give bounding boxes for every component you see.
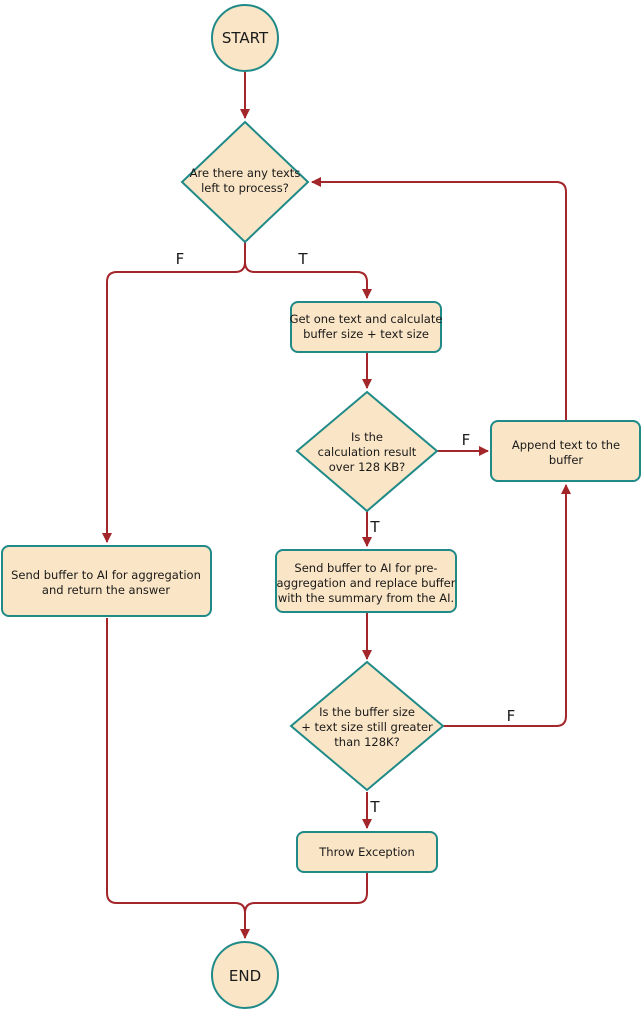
end-node: [211, 941, 279, 1009]
text-line: over 128 KB?: [329, 460, 405, 474]
text-line: Is the: [351, 430, 383, 444]
start-label: START: [222, 29, 269, 47]
text-line: Send buffer to AI for pre-: [294, 561, 437, 575]
end-label: END: [229, 967, 261, 985]
text-line: Throw Exception: [318, 845, 414, 859]
label-over-128kb-false: F: [462, 431, 471, 449]
process-get-text: [290, 301, 442, 353]
decision-texts-left: [180, 120, 310, 244]
decision-still-greater-text: Is the buffer size+ text size still grea…: [301, 705, 433, 749]
edge-append-loop-back: [311, 177, 567, 420]
process-append: [490, 420, 641, 482]
text-line: Is the buffer size: [319, 705, 415, 719]
text-line: Append text to the: [512, 438, 620, 452]
text-line: calculation result: [318, 445, 417, 459]
label-still-greater-true: T: [369, 798, 380, 816]
edge-still-greater-false: [443, 484, 571, 727]
process-pre-aggregation-text: Send buffer to AI for pre-aggregation an…: [277, 561, 456, 605]
edge-texts-left-true: [244, 261, 372, 299]
process-throw-text: Throw Exception: [318, 845, 414, 859]
text-line: than 128K?: [334, 735, 399, 749]
text-line: and return the answer: [42, 583, 170, 597]
text-line: left to process?: [201, 181, 289, 195]
text-line: aggregation and replace buffer: [277, 576, 456, 590]
text-line: Are there any texts: [190, 166, 301, 180]
process-throw: [296, 831, 438, 873]
text-line: buffer size + text size: [303, 327, 429, 341]
edge-send-aggregation-to-end: [106, 618, 250, 939]
decision-still-greater: [289, 660, 445, 792]
edge-throw-to-end: [244, 872, 368, 914]
label-over-128kb-true: T: [369, 518, 380, 536]
process-send-aggregation: [1, 545, 212, 617]
text-line: with the summary from the AI.: [278, 591, 454, 605]
process-pre-aggregation: [275, 549, 457, 613]
decision-over-128kb: [295, 390, 439, 513]
text-line: Get one text and calculate: [290, 312, 443, 326]
label-texts-left-false: F: [176, 250, 185, 268]
label-texts-left-true: T: [297, 250, 308, 268]
text-line: Send buffer to AI for aggregation: [11, 568, 201, 582]
edge-texts-left-false: [102, 242, 246, 543]
start-node: [211, 4, 279, 72]
text-line: buffer: [549, 453, 584, 467]
label-still-greater-false: F: [507, 707, 516, 725]
text-line: + text size still greater: [301, 720, 433, 734]
